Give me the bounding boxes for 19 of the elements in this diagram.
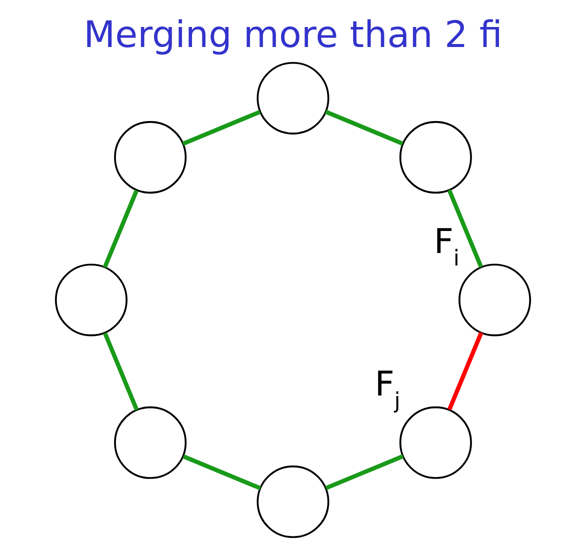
node-circle — [114, 121, 186, 194]
node-circle — [398, 406, 472, 479]
node-circle — [256, 466, 329, 538]
node-circle — [114, 406, 186, 479]
connector — [446, 189, 483, 268]
node-label: F$_{i}$ — [433, 222, 459, 272]
connector — [182, 110, 260, 146]
diagram-title: Merging more than 2 fi — [83, 13, 502, 56]
connector — [182, 454, 261, 490]
node-label: F$_{j}$ — [374, 364, 400, 414]
connector — [102, 190, 138, 268]
node-circle — [256, 62, 329, 134]
connector — [446, 332, 483, 410]
node-circle — [458, 264, 531, 336]
node-circle — [398, 121, 472, 194]
connector — [324, 454, 404, 490]
node-circle — [54, 264, 127, 336]
connector — [102, 332, 138, 411]
connector — [324, 110, 403, 146]
